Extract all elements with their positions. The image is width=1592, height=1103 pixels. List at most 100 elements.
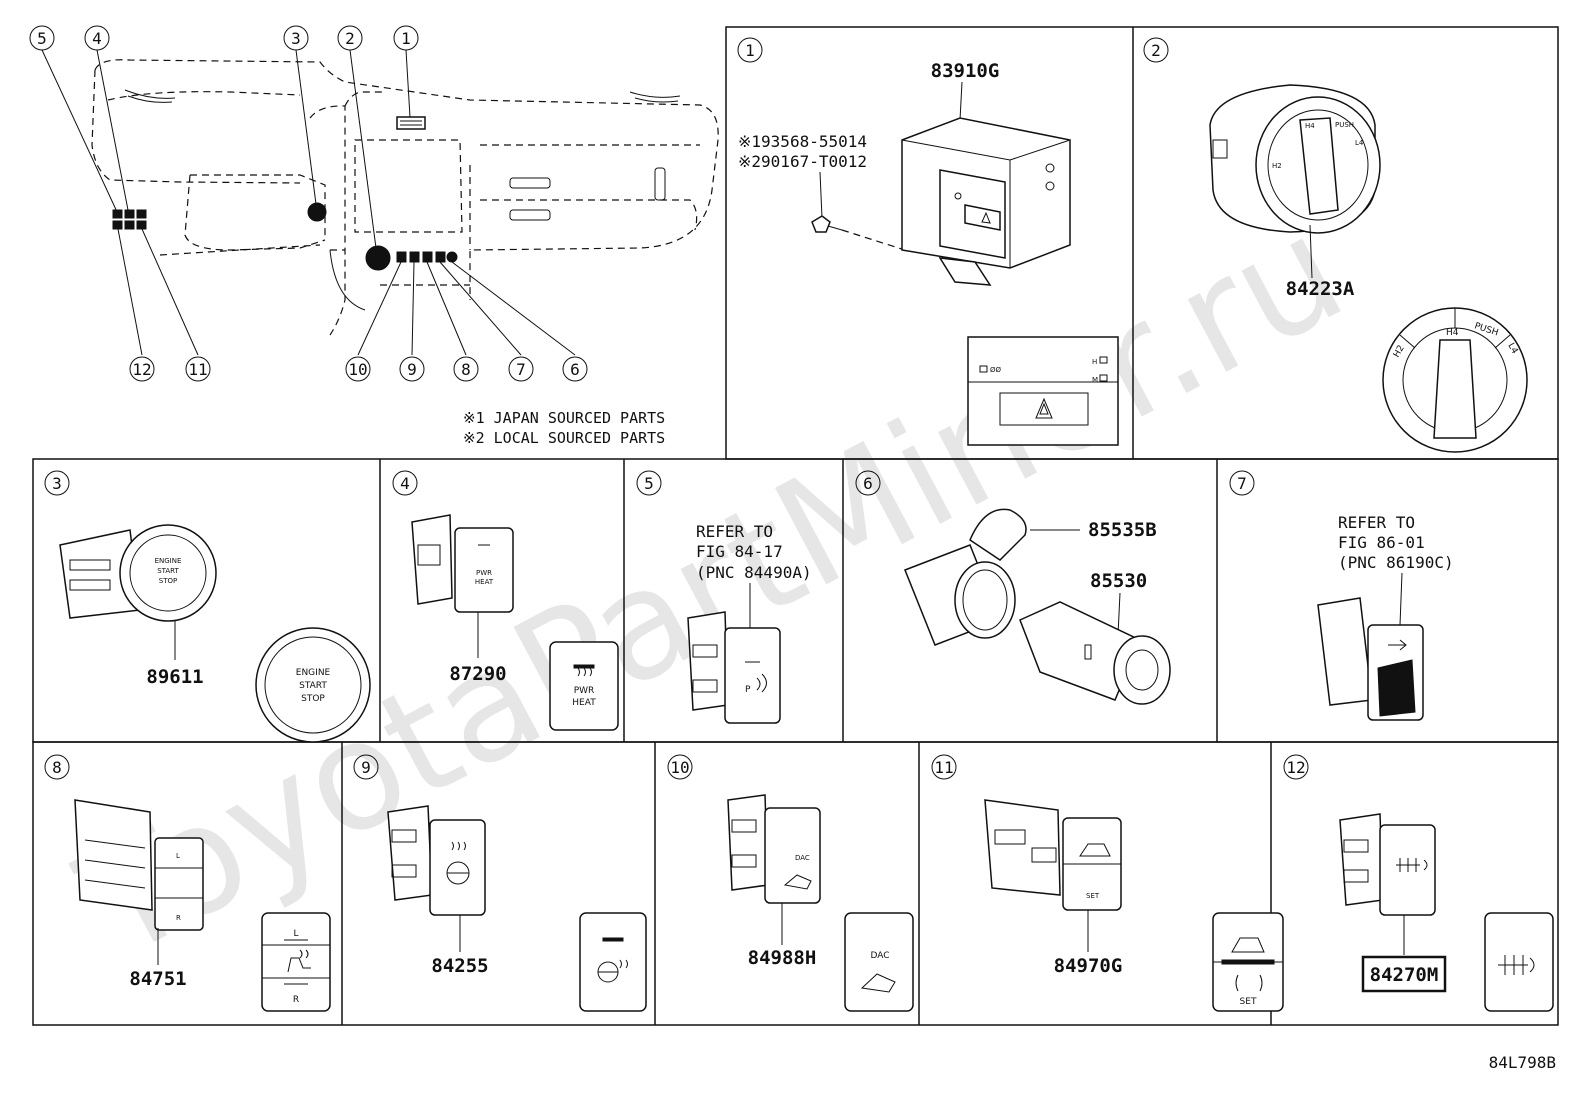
svg-text:10: 10	[348, 360, 367, 379]
svg-text:2: 2	[1151, 41, 1161, 60]
callout-3: 3	[283, 25, 309, 51]
panel-5-parking-switch: 5 REFER TO FIG 84-17 (PNC 84490A) P	[636, 470, 812, 724]
svg-text:L: L	[176, 852, 180, 860]
svg-text:PUSH: PUSH	[1335, 121, 1354, 129]
part-85535B[interactable]: 85535B	[1088, 519, 1157, 541]
svg-text:9: 9	[361, 758, 371, 777]
svg-text:12: 12	[1286, 758, 1305, 777]
dashboard-overview: 1 2 3 4 5 6 7 8 9 10 11 12 ※1 JAPAN SOUR…	[29, 25, 719, 447]
panel-1-hazard-switch: 1 83910G ※193568-55014 ※290167-T0012 ØØ …	[737, 37, 1119, 446]
panel-4-pwr-heat-switch: 4 PWR HEAT 87290 PWR HEAT	[392, 470, 619, 731]
callout-1: 1	[393, 25, 419, 51]
svg-text:7: 7	[1237, 474, 1247, 493]
svg-text:9: 9	[407, 360, 417, 379]
highlight-box	[1361, 955, 1447, 993]
diagram-code: 84L798B	[1489, 1053, 1556, 1072]
label-l4: L4	[1505, 342, 1519, 357]
panel-8-seat-heater: 8 L R 84751 L R	[44, 754, 331, 1012]
svg-text:ENGINE: ENGINE	[296, 668, 331, 678]
refer-to-label[interactable]: REFER TO	[696, 522, 773, 541]
watermark: ToyotaPartMiner.ru	[54, 183, 1369, 993]
part-89611[interactable]: 89611	[146, 666, 203, 688]
svg-text:STOP: STOP	[301, 694, 325, 704]
callout-6: 6	[562, 356, 588, 382]
svg-text:4: 4	[92, 29, 102, 48]
note-local-sourced: ※2 LOCAL SOURCED PARTS	[463, 429, 665, 447]
svg-text:7: 7	[516, 360, 526, 379]
callout-8: 8	[453, 356, 479, 382]
svg-text:L4: L4	[1355, 139, 1364, 147]
note-japan-sourced: ※1 JAPAN SOURCED PARTS	[463, 409, 665, 427]
refer-fig[interactable]: FIG 84-17	[696, 542, 783, 561]
svg-text:8: 8	[52, 758, 62, 777]
svg-text:PWR: PWR	[574, 686, 595, 696]
panel-6-power-socket: 6 85535B 85530	[855, 470, 1171, 705]
svg-text:2: 2	[345, 29, 355, 48]
svg-text:DAC: DAC	[870, 951, 889, 961]
svg-text:START: START	[299, 681, 327, 691]
callout-11: 11	[185, 356, 211, 382]
callout-7: 7	[508, 356, 534, 382]
svg-text:DAC: DAC	[795, 854, 810, 862]
svg-text:11: 11	[934, 758, 953, 777]
part-84255[interactable]: 84255	[431, 955, 488, 977]
panel-11-crawl-switch: 11 SET 84970G SET	[931, 754, 1284, 1012]
callout-9: 9	[399, 356, 425, 382]
svg-text:R: R	[176, 914, 181, 922]
part-84270M[interactable]: 84270M	[1370, 964, 1439, 986]
svg-text:HEAT: HEAT	[475, 578, 494, 586]
svg-text:6: 6	[863, 474, 873, 493]
screw-ref-2[interactable]: ※290167-T0012	[738, 152, 867, 171]
part-84970G[interactable]: 84970G	[1054, 955, 1123, 977]
part-84223A[interactable]: 84223A	[1286, 278, 1355, 300]
label-h4: H4	[1446, 328, 1459, 338]
callout-10: 10	[345, 356, 371, 382]
svg-text:H2: H2	[1272, 162, 1282, 170]
svg-text:SET: SET	[1240, 997, 1257, 1007]
part-84988H[interactable]: 84988H	[748, 947, 817, 969]
svg-text:6: 6	[570, 360, 580, 379]
svg-text:8: 8	[461, 360, 471, 379]
svg-text:HEAT: HEAT	[572, 698, 596, 708]
svg-text:STOP: STOP	[159, 577, 177, 585]
screw-ref-1[interactable]: ※193568-55014	[738, 132, 867, 151]
panel-7-usb-socket: 7 REFER TO FIG 86-01 (PNC 86190C)	[1229, 470, 1454, 721]
svg-text:ENGINE: ENGINE	[155, 557, 182, 565]
refer-fig-7[interactable]: FIG 86-01	[1338, 533, 1425, 552]
svg-text:5: 5	[37, 29, 47, 48]
part-87290[interactable]: 87290	[449, 663, 506, 685]
panel-12-defog-switch: 12 84270M	[1283, 754, 1554, 1012]
right-seat-label: R	[293, 995, 299, 1005]
svg-text:H: H	[1092, 358, 1097, 366]
svg-text:3: 3	[52, 474, 62, 493]
part-85530[interactable]: 85530	[1090, 570, 1147, 592]
svg-text:11: 11	[188, 360, 207, 379]
callout-5: 5	[29, 25, 55, 51]
svg-text:ØØ: ØØ	[990, 366, 1002, 374]
panel-10-dac-switch: 10 DAC 84988H DAC	[667, 754, 914, 1012]
callout-2: 2	[337, 25, 363, 51]
part-84751[interactable]: 84751	[129, 968, 186, 990]
svg-text:5: 5	[644, 474, 654, 493]
panel-9-steering-heater: 9 84255	[353, 754, 647, 1012]
refer-to-label-7[interactable]: REFER TO	[1338, 513, 1415, 532]
refer-pnc-7[interactable]: (PNC 86190C)	[1338, 553, 1454, 572]
svg-text:M: M	[1092, 376, 1098, 384]
refer-pnc[interactable]: (PNC 84490A)	[696, 563, 812, 582]
svg-text:1: 1	[745, 41, 755, 60]
svg-text:H4: H4	[1305, 122, 1315, 130]
svg-text:SET: SET	[1086, 892, 1100, 900]
svg-text:10: 10	[670, 758, 689, 777]
part-83910G[interactable]: 83910G	[931, 60, 1000, 82]
svg-text:PWR: PWR	[476, 569, 492, 577]
panel-grid	[32, 26, 1559, 1026]
svg-text:START: START	[157, 567, 179, 575]
svg-text:P: P	[745, 685, 751, 695]
left-seat-label: L	[293, 929, 298, 939]
callout-12: 12	[129, 356, 155, 382]
callout-4: 4	[84, 25, 110, 51]
panel-2-transfer-switch: 2 H4 PUSH H2 L4 84223A H4 PUSH H2 L4	[1143, 37, 1528, 453]
svg-text:12: 12	[132, 360, 151, 379]
